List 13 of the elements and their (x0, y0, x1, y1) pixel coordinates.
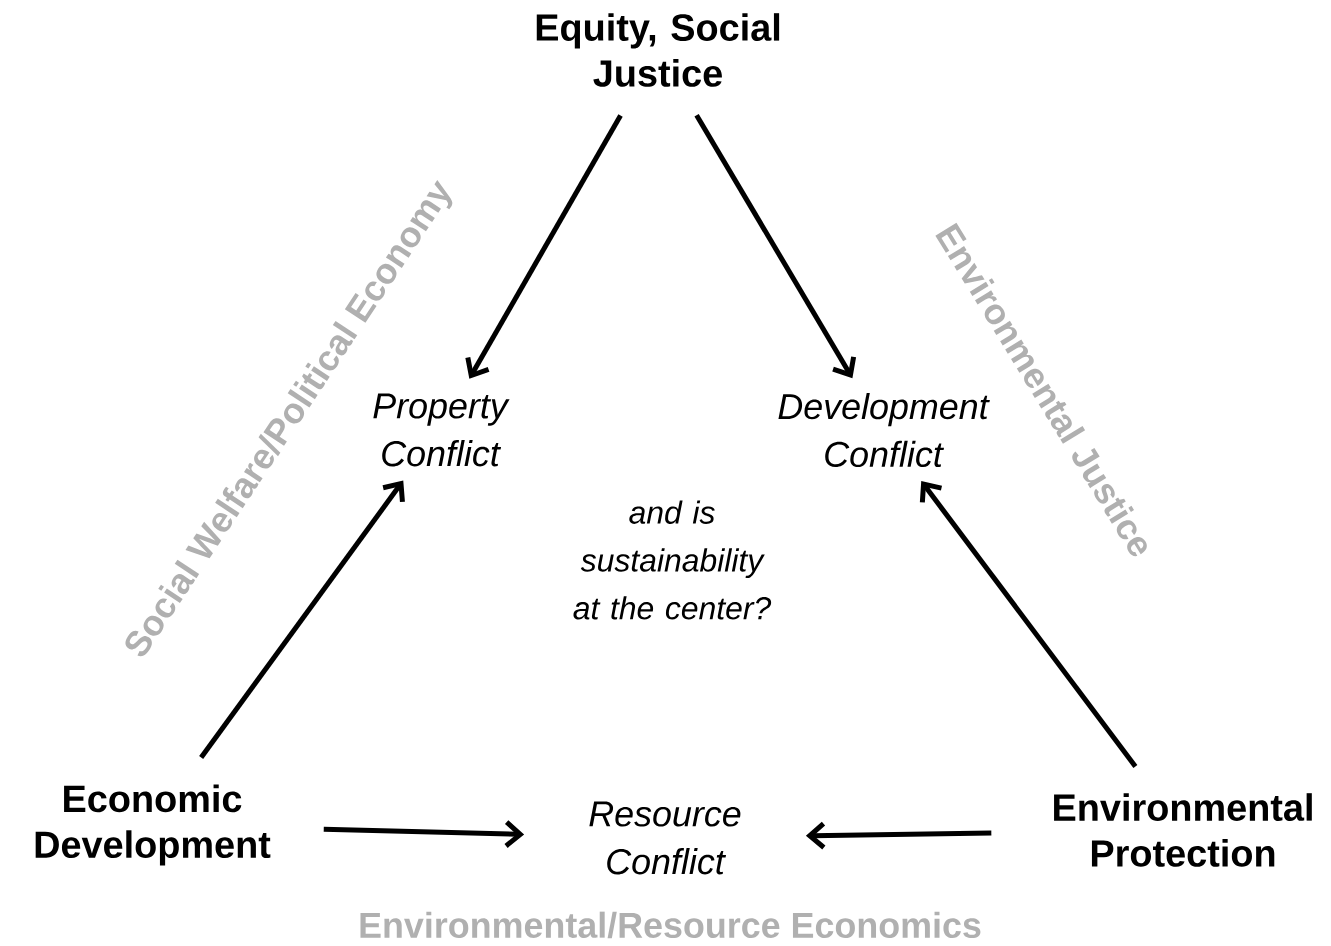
arrow (199, 480, 405, 759)
arrow (323, 820, 525, 848)
center-question: and is sustainability at the center? (573, 500, 772, 620)
bottom-label: Environmental/Resource Economics (360, 911, 981, 939)
conflict-text: Property Conflict (373, 393, 510, 467)
heading-text: Environmental Protection (1054, 793, 1312, 867)
arrow (694, 113, 857, 379)
heading-text: Equity, Social Justice (536, 13, 780, 87)
conflict-text: Resource Conflict (589, 801, 741, 875)
heading-text: Economic Development (35, 784, 271, 866)
arrow (465, 114, 623, 379)
arrow (919, 481, 1138, 768)
arrow (805, 821, 992, 850)
